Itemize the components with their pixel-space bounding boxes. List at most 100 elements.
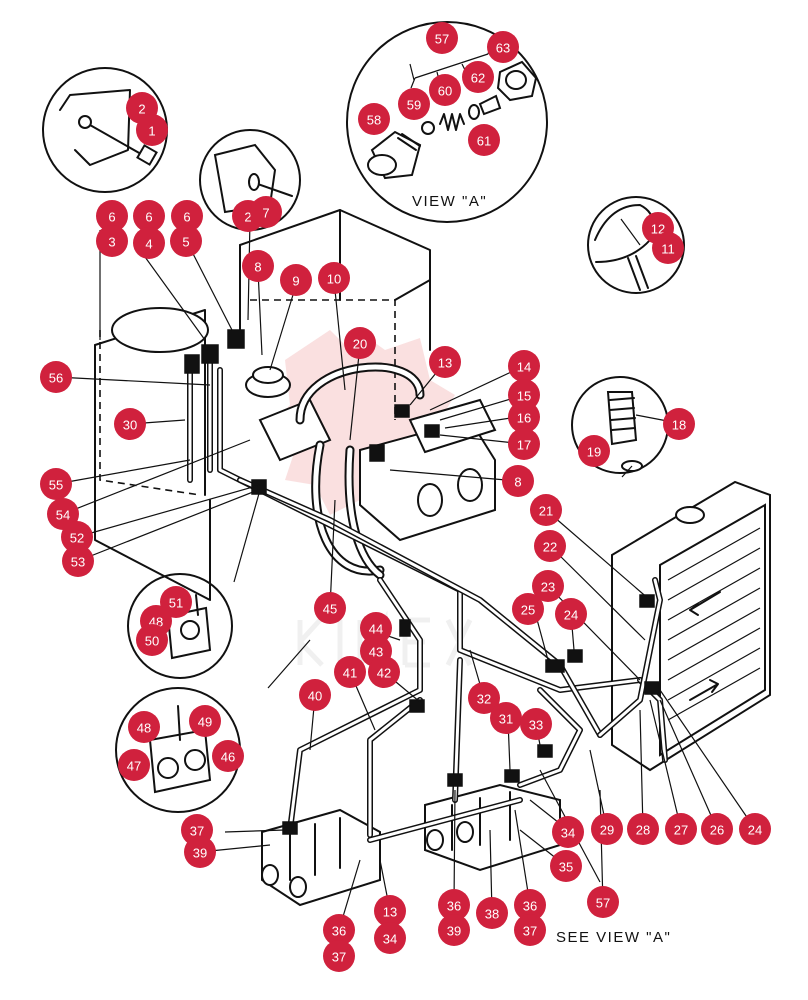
clamp-bore-right xyxy=(184,749,206,771)
callout-label: 17 xyxy=(517,438,531,453)
hose-lines xyxy=(187,357,668,843)
motor-port-1 xyxy=(417,483,443,517)
callout-badge: 60 xyxy=(429,74,461,106)
callout-dot xyxy=(468,682,500,714)
callout-badge: 61 xyxy=(468,124,500,156)
callout-badge: 4 xyxy=(133,227,165,259)
callout-label: 59 xyxy=(407,98,421,113)
callout-label: 16 xyxy=(517,411,531,426)
callout-label: 60 xyxy=(438,84,452,99)
callout-badge: 1 xyxy=(136,114,168,146)
callout-dot xyxy=(299,679,331,711)
callout-label: 27 xyxy=(674,823,688,838)
valve-left-sections xyxy=(289,817,341,881)
callout-badge: 52 xyxy=(61,521,93,553)
callout-dot xyxy=(578,435,610,467)
callout-label: 23 xyxy=(541,580,555,595)
callout-badge: 48 xyxy=(128,711,160,743)
callout-dot xyxy=(212,740,244,772)
callout-badge: 20 xyxy=(344,327,376,359)
reservoir-tank xyxy=(94,307,211,601)
callout-label: 14 xyxy=(517,360,531,375)
callout-dot xyxy=(170,225,202,257)
callout-dot xyxy=(344,327,376,359)
callout-badge: 8 xyxy=(242,250,274,282)
flow-arrow-upper xyxy=(689,591,721,616)
callout-label: 21 xyxy=(539,504,553,519)
valve-right-loop-core xyxy=(518,688,582,787)
control-valve-left xyxy=(261,808,381,907)
callout-label: 53 xyxy=(71,555,85,570)
callout-label: 8 xyxy=(254,260,261,275)
callout-label: 38 xyxy=(485,907,499,922)
callout-label: 36 xyxy=(447,899,461,914)
callout-dot xyxy=(96,200,128,232)
callout-badge: 6 xyxy=(96,200,128,232)
hose-left-core xyxy=(313,442,383,574)
radiator xyxy=(611,480,771,772)
callout-dot xyxy=(133,227,165,259)
callout-badge: 33 xyxy=(520,708,552,740)
callout-badge: 23 xyxy=(532,570,564,602)
view-a-inset: VIEW "A" xyxy=(346,21,548,223)
callout-badge: 34 xyxy=(552,816,584,848)
callout-label: 13 xyxy=(383,905,397,920)
callout-dot xyxy=(40,468,72,500)
motor-port-2 xyxy=(457,468,483,502)
fitting-27 xyxy=(644,681,660,695)
callout-label: 10 xyxy=(327,272,341,287)
callout-dot xyxy=(323,940,355,972)
fitting-44 xyxy=(399,619,411,637)
callout-dot xyxy=(171,200,203,232)
callout-label: 18 xyxy=(672,418,686,433)
callout-label: 58 xyxy=(367,113,381,128)
callout-label: 25 xyxy=(521,603,535,618)
bracket-plate xyxy=(59,89,131,166)
valve-right-body xyxy=(424,783,561,872)
valve-right-spool-2 xyxy=(456,821,474,843)
callout-label: 6 xyxy=(108,210,115,225)
callout-label: 55 xyxy=(49,478,63,493)
flow-arrow-lower xyxy=(689,679,719,701)
callout-badge: 22 xyxy=(534,530,566,562)
callout-label: 11 xyxy=(661,242,675,257)
callout-badge: 56 xyxy=(40,361,72,393)
callout-label: 37 xyxy=(190,824,204,839)
clamp-bore-upper xyxy=(180,620,200,640)
fitting-14 xyxy=(394,404,410,418)
callout-badge: 39 xyxy=(184,836,216,868)
callout-dot xyxy=(114,408,146,440)
tank-corner xyxy=(213,143,277,214)
callout-dot xyxy=(532,570,564,602)
callout-badge: 24 xyxy=(739,813,771,845)
callout-label: 63 xyxy=(496,41,510,56)
callout-dot xyxy=(136,114,168,146)
callout-badge: 24 xyxy=(555,598,587,630)
clamp-bolt-lower xyxy=(177,705,181,741)
callout-label: 3 xyxy=(108,235,115,250)
callout-label: 49 xyxy=(198,715,212,730)
radiator-inlet-core xyxy=(598,578,662,737)
check-valve-port xyxy=(367,154,397,176)
callout-label: 37 xyxy=(332,950,346,965)
callout-label: 2 xyxy=(244,210,251,225)
callout-label: 40 xyxy=(308,689,322,704)
fitting-31 xyxy=(504,769,520,783)
callout-label: 46 xyxy=(221,750,235,765)
fitting-8 xyxy=(369,444,385,462)
callout-badge: 3 xyxy=(96,225,128,257)
valve-left-spool-1 xyxy=(261,864,279,886)
fittings xyxy=(184,329,660,835)
callout-badge: 36 xyxy=(514,889,546,921)
callout-label: 39 xyxy=(447,924,461,939)
callout-dot xyxy=(133,200,165,232)
callout-label: 50 xyxy=(145,634,159,649)
fitting-17 xyxy=(424,424,440,438)
valve-left-return-core xyxy=(368,698,422,837)
callout-dot xyxy=(514,914,546,946)
callout-badge: 13 xyxy=(429,346,461,378)
callout-badge: 38 xyxy=(476,897,508,929)
tank-front xyxy=(94,344,211,601)
callout-dot xyxy=(512,593,544,625)
